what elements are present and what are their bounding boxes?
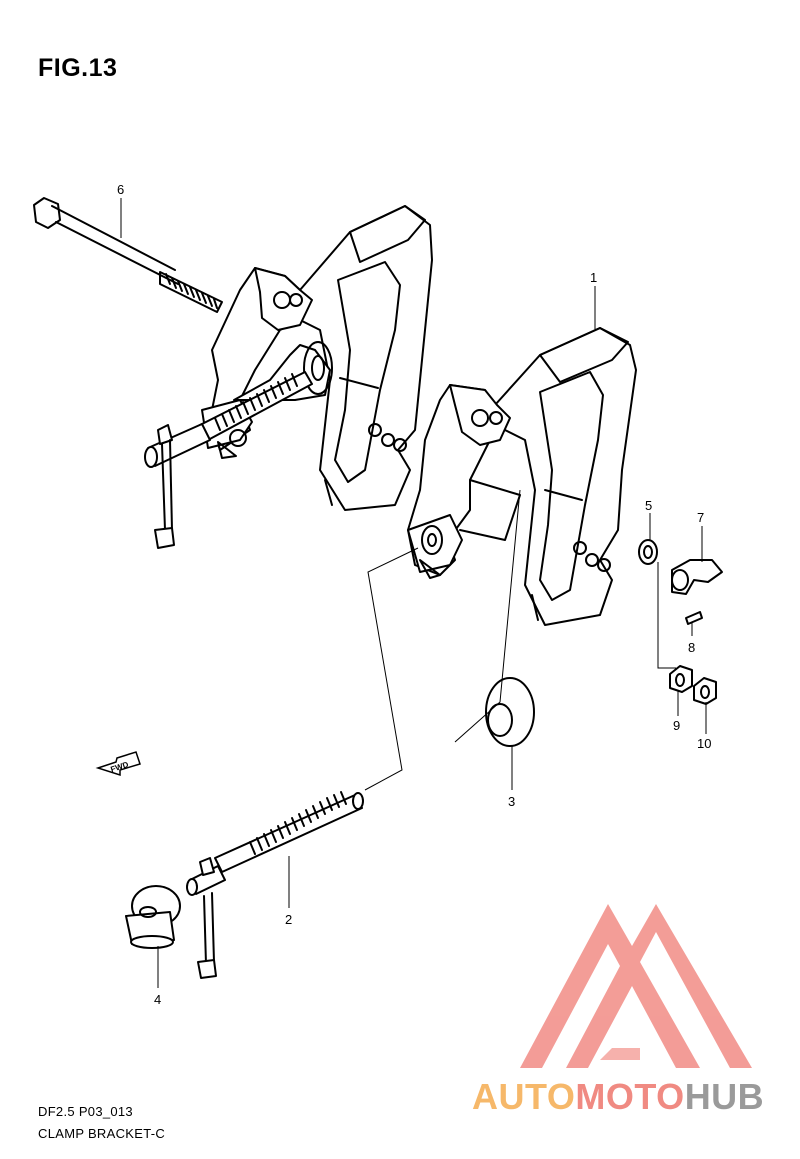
footer-code: DF2.5 P03_013 — [38, 1104, 133, 1119]
part-3-swivel-pad — [485, 677, 535, 747]
part-6-bolt — [33, 197, 223, 313]
watermark-logo-icon — [520, 904, 752, 1068]
watermark-wordmark: AUTOMOTOHUB — [472, 1076, 764, 1118]
left-clamp-screw — [144, 371, 313, 549]
part-8-pin — [685, 611, 703, 625]
left-clamp-bracket — [201, 205, 433, 511]
part-2-clamp-screw — [186, 791, 364, 979]
part-4-bushing — [125, 885, 181, 949]
watermark-part-3: HUB — [684, 1076, 765, 1117]
callout-1: 1 — [590, 270, 598, 285]
callout-8: 8 — [688, 640, 696, 655]
callout-4: 4 — [154, 992, 162, 1007]
assembly-line-pad — [454, 489, 521, 743]
part-9-nut — [669, 665, 693, 693]
assembly-line-screw — [364, 547, 419, 791]
watermark-part-2: MOTO — [575, 1076, 685, 1117]
callout-6: 6 — [117, 182, 125, 197]
callout-10: 10 — [697, 736, 712, 751]
callout-3: 3 — [508, 794, 516, 809]
callout-2: 2 — [285, 912, 293, 927]
watermark-part-1: AUTO — [472, 1076, 576, 1117]
figure-title: FIG.13 — [38, 54, 118, 82]
part-1-clamp-bracket — [407, 327, 637, 626]
footer-name: CLAMP BRACKET-C — [38, 1126, 166, 1141]
callout-7: 7 — [697, 510, 705, 525]
callout-5: 5 — [645, 498, 653, 513]
callout-9: 9 — [673, 718, 681, 733]
part-5-washer — [638, 539, 658, 565]
part-7-wing-nut — [671, 559, 723, 595]
part-10-nut — [693, 677, 717, 705]
assembly-line-nut — [657, 562, 676, 669]
fwd-arrow-icon: FWD — [95, 751, 141, 777]
